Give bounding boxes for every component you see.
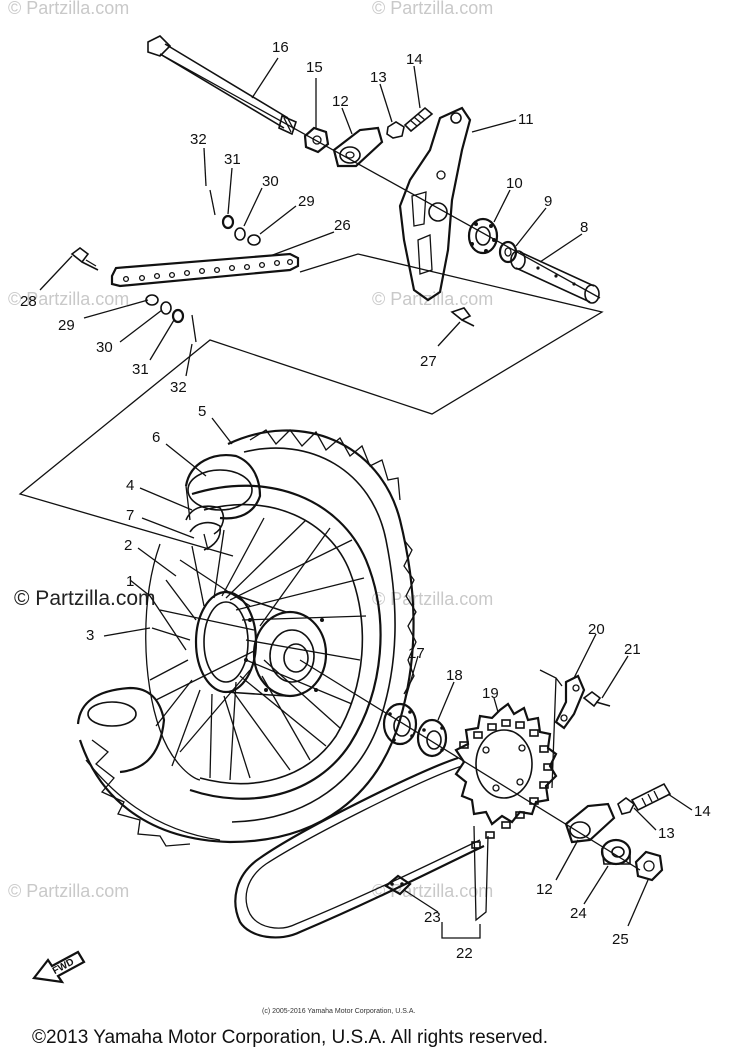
footer-copyright: ©2013 Yamaha Motor Corporation, U.S.A. A… — [32, 1027, 548, 1048]
callout-12: 12 — [536, 881, 553, 898]
tire — [76, 429, 417, 847]
torque-bolt — [450, 307, 475, 327]
adjuster-nut-right — [617, 797, 636, 815]
master-link — [384, 874, 412, 896]
adjuster-nut — [386, 121, 405, 139]
link-hardware-upper — [209, 189, 261, 246]
callout-31: 31 — [224, 151, 241, 168]
watermark: © Partzilla.com — [8, 0, 129, 18]
callout-29: 29 — [58, 317, 75, 334]
callout-2: 2 — [124, 537, 132, 554]
upper-assembly — [18, 35, 604, 557]
adjuster-bolt-right — [630, 782, 672, 812]
bearing-upper — [467, 217, 499, 255]
callout-30: 30 — [262, 173, 279, 190]
callout-16: 16 — [272, 39, 289, 56]
wheel-bearing-left — [382, 702, 418, 746]
watermark: © Partzilla.com — [8, 881, 129, 901]
callout-31: 31 — [132, 361, 149, 378]
callout-8: 8 — [580, 219, 588, 236]
callout-1: 1 — [126, 573, 134, 590]
brake-torque-plate — [398, 106, 472, 302]
watermark-layer: © Partzilla.com © Partzilla.com © Partzi… — [8, 0, 493, 901]
callout-10: 10 — [506, 175, 523, 192]
adjuster-bolt — [403, 106, 434, 133]
callout-11: 11 — [518, 111, 534, 128]
torque-link — [110, 252, 300, 288]
watermark: © Partzilla.com — [372, 589, 493, 609]
callout-30: 30 — [96, 339, 113, 356]
link-bolt — [70, 247, 99, 271]
callout-25: 25 — [612, 931, 629, 948]
sprocket-bolt — [582, 691, 611, 708]
callout-13: 13 — [370, 69, 387, 86]
callout-21: 21 — [624, 641, 641, 658]
watermark-main: © Partzilla.com — [14, 587, 156, 610]
callout-32: 32 — [170, 379, 187, 396]
axle-nut — [303, 126, 330, 154]
callout-4: 4 — [126, 477, 134, 494]
axle-shaft — [147, 35, 297, 136]
watermark: © Partzilla.com — [372, 0, 493, 18]
chain-adjuster — [332, 126, 384, 168]
forward-arrow: FWD — [31, 950, 86, 984]
callout-27: 27 — [420, 353, 437, 370]
callout-14: 14 — [406, 51, 423, 68]
callout-19: 19 — [482, 685, 499, 702]
drive-assembly — [234, 669, 672, 939]
rear-wheel — [76, 429, 641, 871]
watermark: © Partzilla.com — [372, 289, 493, 309]
callout-28: 28 — [20, 293, 37, 310]
rear-sprocket — [454, 702, 558, 826]
callout-12: 12 — [332, 93, 349, 110]
tube-and-rim-band — [184, 454, 262, 551]
callout-20: 20 — [588, 621, 605, 638]
callout-32: 32 — [190, 131, 207, 148]
callout-14: 14 — [694, 803, 711, 820]
sprocket-lock-plate — [554, 674, 586, 730]
axle-collar — [600, 838, 632, 866]
callout-18: 18 — [446, 667, 463, 684]
leader-lines — [39, 57, 693, 939]
callout-26: 26 — [334, 217, 351, 234]
callout-13: 13 — [658, 825, 675, 842]
watermark: © Partzilla.com — [8, 289, 129, 309]
axle-nut-right — [634, 850, 664, 882]
callout-3: 3 — [86, 627, 94, 644]
rim — [145, 484, 382, 800]
callout-9: 9 — [544, 193, 552, 210]
callout-6: 6 — [152, 429, 160, 446]
drive-chain — [234, 719, 553, 939]
callout-7: 7 — [126, 507, 134, 524]
link-holes — [122, 258, 294, 283]
small-copyright: (c) 2005-2016 Yamaha Motor Corporation, … — [262, 1008, 415, 1015]
chain-adjuster-right — [564, 802, 616, 844]
hub — [194, 590, 328, 698]
callout-5: 5 — [198, 403, 206, 420]
callout-24: 24 — [570, 905, 587, 922]
chain-links — [459, 719, 553, 849]
spokes — [149, 517, 367, 781]
callout-labels: 16 15 14 13 12 11 10 9 8 32 31 30 29 26 … — [20, 39, 711, 962]
callout-22: 22 — [456, 945, 473, 962]
callout-15: 15 — [306, 59, 323, 76]
callout-17: 17 — [408, 645, 425, 662]
spacer-collar — [510, 250, 600, 304]
callout-23: 23 — [424, 909, 441, 926]
wheel-bearing-right — [416, 718, 448, 758]
callout-29: 29 — [298, 193, 315, 210]
link-hardware-lower — [145, 294, 197, 343]
